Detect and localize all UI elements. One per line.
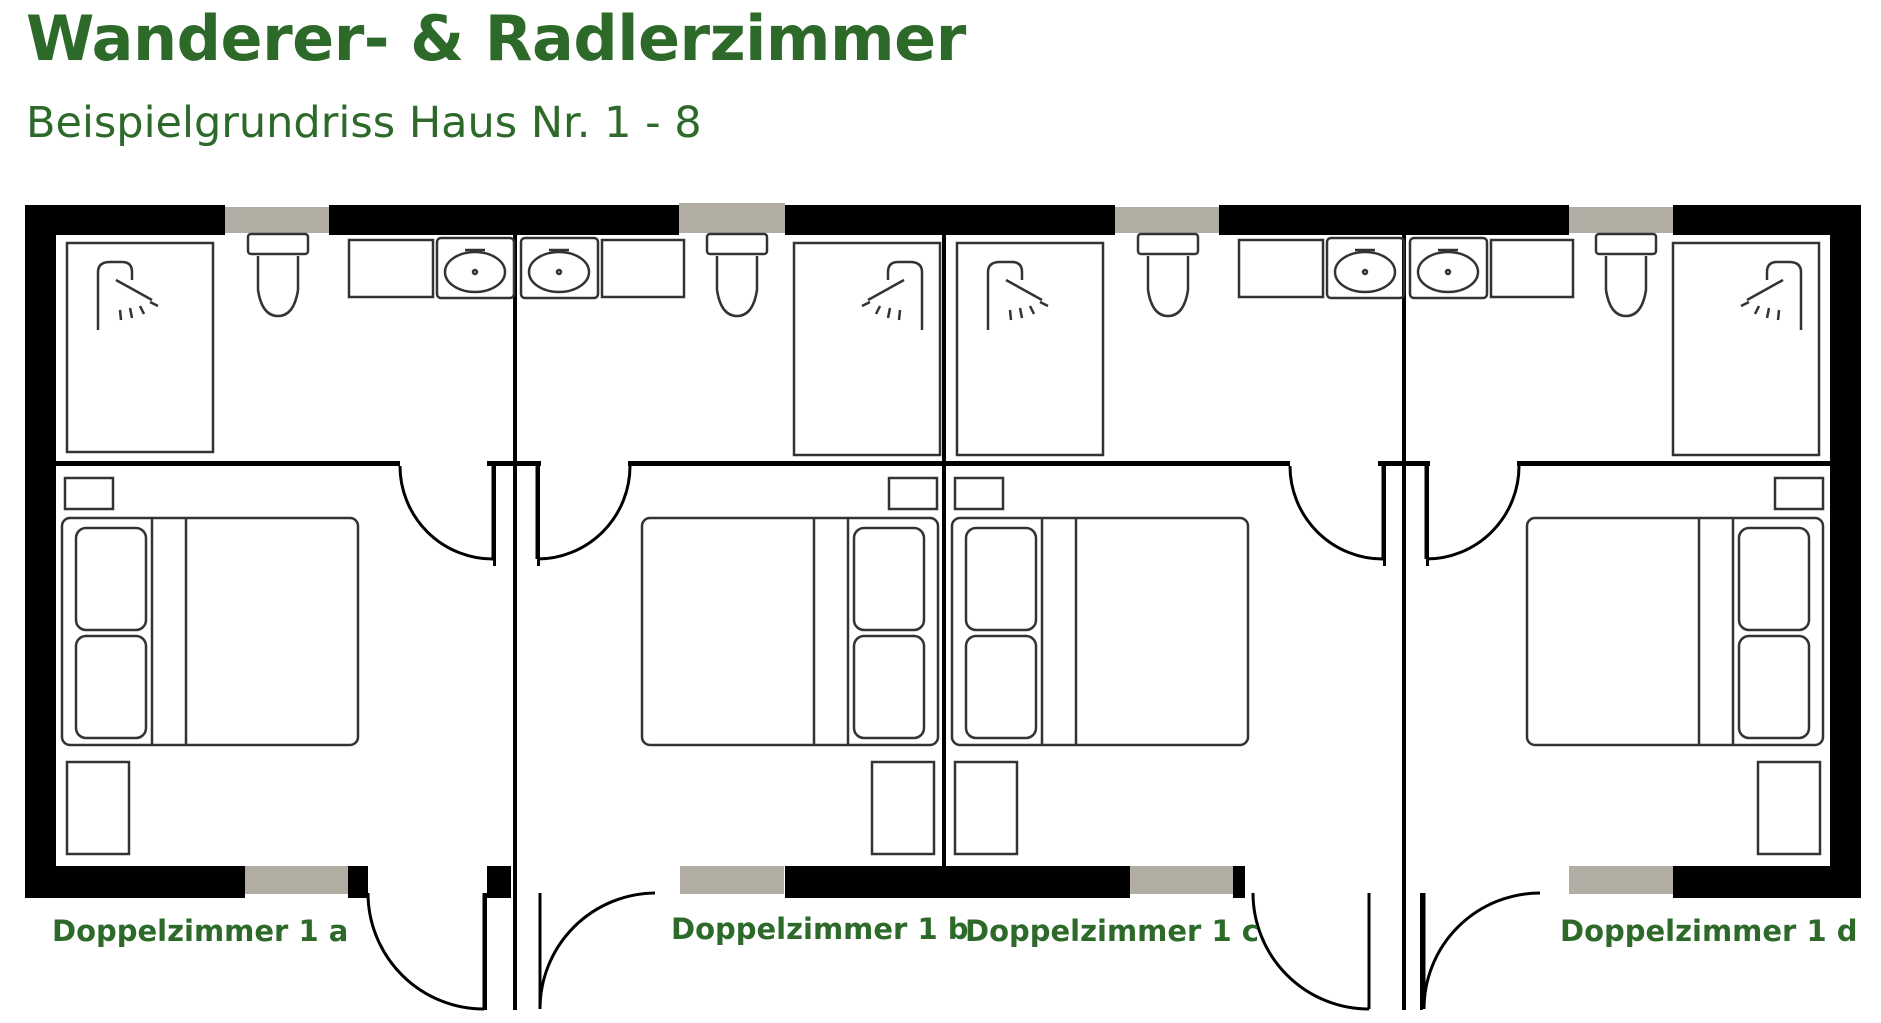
bath-wall-a2 xyxy=(487,461,513,466)
door-icon xyxy=(1288,465,1384,561)
partition-cd xyxy=(1402,235,1406,1010)
bath-wall-c xyxy=(946,461,1290,466)
door-icon xyxy=(1251,892,1370,1011)
room-label-1c: Doppelzimmer 1 c xyxy=(965,914,1259,948)
vanity-top xyxy=(347,238,435,299)
window-bottom-a xyxy=(245,866,348,894)
wall-top-1 xyxy=(25,205,225,235)
shower-tray xyxy=(955,241,1105,457)
shower-icon xyxy=(96,260,159,330)
nightstand xyxy=(1773,476,1825,511)
window-top-b xyxy=(679,203,785,233)
window-top-d xyxy=(1569,207,1673,233)
wardrobe xyxy=(1756,760,1822,856)
partition-bc xyxy=(942,235,946,870)
door-icon xyxy=(536,465,632,561)
fixtures xyxy=(65,232,1821,457)
sink-icon xyxy=(1408,236,1489,300)
wall-top-5 xyxy=(1673,205,1861,235)
windows xyxy=(225,203,1673,894)
bed-icon xyxy=(1525,516,1825,747)
wall-bottom-3 xyxy=(487,866,511,898)
sink-icon xyxy=(435,236,516,300)
bath-wall-d2 xyxy=(1517,461,1830,466)
window-bottom-b xyxy=(680,866,784,894)
partition-ab xyxy=(513,235,517,1010)
wall-bottom-2 xyxy=(348,866,368,898)
wall-bottom-1 xyxy=(25,866,245,898)
nightstand xyxy=(953,476,1005,511)
door-icon xyxy=(1422,891,1541,1010)
room-label-1b: Doppelzimmer 1 b xyxy=(671,912,969,946)
bath-wall-b2 xyxy=(628,461,942,466)
window-top-c xyxy=(1115,207,1219,233)
wall-left xyxy=(25,205,56,898)
wall-bottom-5 xyxy=(1233,866,1245,898)
exterior-walls xyxy=(25,205,1861,898)
nightstand xyxy=(887,476,939,511)
bath-wall-a xyxy=(56,461,400,466)
wardrobe xyxy=(65,760,131,856)
door-icon xyxy=(366,892,485,1011)
bed-icon xyxy=(60,516,360,747)
furniture xyxy=(60,476,1825,856)
wall-top-3 xyxy=(785,205,1115,235)
bed-icon xyxy=(640,516,940,747)
entrance-doors xyxy=(366,891,1541,1011)
toilet-icon xyxy=(1136,232,1200,318)
shower-icon xyxy=(861,260,924,330)
wall-bottom-4 xyxy=(785,866,1130,898)
bed-icon xyxy=(950,516,1250,747)
wall-top-4 xyxy=(1219,205,1569,235)
vanity-top xyxy=(1237,238,1325,299)
window-bottom-d xyxy=(1569,866,1673,894)
door-icon xyxy=(398,465,494,561)
wall-bottom-6 xyxy=(1673,866,1861,898)
vanity-top xyxy=(600,238,686,299)
sink-icon xyxy=(519,236,600,300)
door-icon xyxy=(538,891,656,1010)
toilet-icon xyxy=(246,232,310,318)
bath-wall-c2 xyxy=(1378,461,1402,466)
wardrobe xyxy=(870,760,936,856)
wall-right xyxy=(1830,205,1861,898)
page-title: Wanderer- & Radlerzimmer xyxy=(26,2,966,75)
page-subtitle: Beispielgrundriss Haus Nr. 1 - 8 xyxy=(26,98,702,148)
shower-tray xyxy=(1671,241,1821,457)
bath-wall-b xyxy=(517,461,541,466)
window-top-a xyxy=(225,207,329,233)
wardrobe xyxy=(953,760,1019,856)
room-label-1a: Doppelzimmer 1 a xyxy=(52,914,349,948)
room-label-1d: Doppelzimmer 1 d xyxy=(1560,914,1858,948)
door-post-d xyxy=(1420,893,1423,1010)
bath-wall-d xyxy=(1406,461,1430,466)
bathroom-doors xyxy=(398,465,1521,561)
shower-tray xyxy=(65,241,215,454)
toilet-icon xyxy=(1594,232,1658,318)
nightstand xyxy=(63,476,115,511)
window-bottom-c xyxy=(1130,866,1233,894)
toilet-icon xyxy=(705,232,769,318)
sink-icon xyxy=(1325,236,1406,300)
shower-tray xyxy=(792,241,942,457)
shower-icon xyxy=(986,260,1049,330)
shower-icon xyxy=(1740,260,1803,330)
door-icon xyxy=(1425,465,1521,561)
vanity-top xyxy=(1489,238,1575,299)
wall-top-2 xyxy=(329,205,679,235)
